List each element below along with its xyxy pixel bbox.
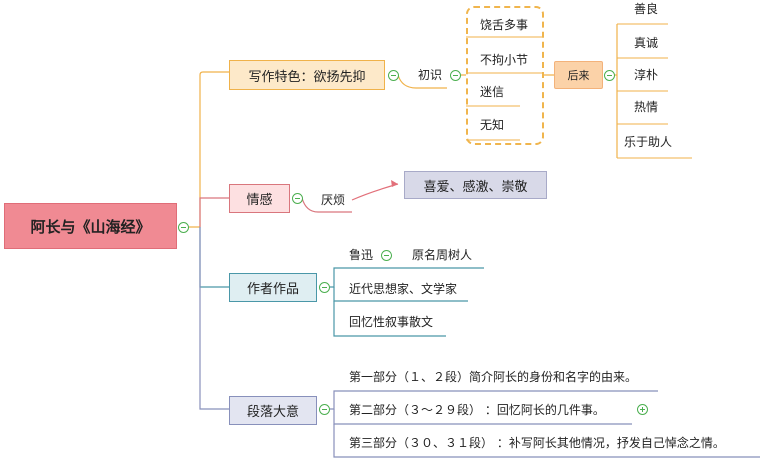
paragraph-part[interactable]: 第一部分（１、２段）简介阿长的身份和名字的由来。: [349, 370, 638, 384]
later-item[interactable]: 乐于助人: [624, 135, 673, 149]
collapse-toggle-icon[interactable]: [604, 70, 615, 81]
collapse-toggle-icon[interactable]: [388, 70, 399, 81]
later-item[interactable]: 善良: [634, 2, 659, 16]
collapse-toggle-icon[interactable]: [178, 222, 189, 233]
emotion-to[interactable]: 喜爱、感激、崇敬: [404, 171, 547, 199]
author-identity[interactable]: 近代思想家、文学家: [349, 282, 458, 296]
collapse-toggle-icon[interactable]: [319, 282, 330, 293]
collapse-toggle-icon[interactable]: [319, 404, 330, 415]
later-impression-node[interactable]: 后来: [554, 61, 603, 89]
first-item[interactable]: 不拘小节: [480, 53, 529, 67]
branch-paragraph-summary[interactable]: 段落大意: [229, 396, 317, 425]
first-impression-label[interactable]: 初识: [418, 68, 443, 82]
first-item[interactable]: 饶舌多事: [480, 18, 529, 32]
later-item[interactable]: 真诚: [634, 36, 659, 50]
work-type[interactable]: 回忆性叙事散文: [349, 315, 434, 329]
first-item[interactable]: 迷信: [480, 85, 505, 99]
collapse-toggle-icon[interactable]: [381, 250, 392, 261]
branch-author-works[interactable]: 作者作品: [229, 273, 317, 302]
paragraph-part[interactable]: 第三部分（３０、３１段） ：补写阿长其他情况，抒发自己悼念之情。: [349, 436, 725, 450]
paragraph-part[interactable]: 第二部分（３～２９段） ：回忆阿长的几件事。: [349, 403, 605, 417]
collapse-toggle-icon[interactable]: [450, 70, 461, 81]
author-name[interactable]: 鲁迅: [349, 248, 374, 262]
root-topic[interactable]: 阿长与《山海经》: [4, 203, 177, 249]
branch-emotion[interactable]: 情感: [229, 184, 290, 213]
later-item[interactable]: 热情: [634, 100, 659, 114]
emotion-from[interactable]: 厌烦: [321, 193, 346, 207]
collapse-toggle-icon[interactable]: [292, 193, 303, 204]
expand-toggle-icon[interactable]: [637, 404, 648, 415]
author-original-name[interactable]: 原名周树人: [412, 248, 473, 262]
branch-writing-feature[interactable]: 写作特色：欲扬先抑: [229, 60, 385, 90]
first-item[interactable]: 无知: [480, 118, 505, 132]
first-impression-group: [466, 6, 544, 145]
later-item[interactable]: 淳朴: [634, 68, 659, 82]
